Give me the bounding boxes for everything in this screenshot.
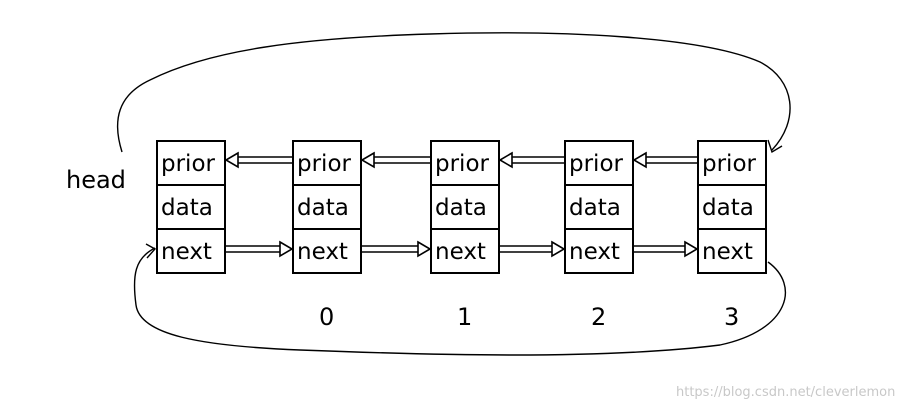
top-loop-arrowhead bbox=[767, 139, 783, 154]
list-node: prior data next bbox=[697, 140, 767, 274]
prior-arrow bbox=[224, 151, 292, 169]
node-field-prior: prior bbox=[297, 151, 352, 177]
node-index-label: 3 bbox=[724, 303, 739, 331]
node-index-label: 1 bbox=[457, 303, 472, 331]
node-box bbox=[564, 140, 634, 274]
node-field-prior: prior bbox=[161, 151, 216, 177]
next-arrow bbox=[362, 240, 432, 258]
list-node: prior data next bbox=[564, 140, 634, 274]
node-box bbox=[697, 140, 767, 274]
node-field-data: data bbox=[297, 195, 349, 221]
node-box bbox=[292, 140, 362, 274]
node-field-next: next bbox=[297, 239, 348, 265]
node-field-prior: prior bbox=[435, 151, 490, 177]
node-field-data: data bbox=[702, 195, 754, 221]
next-arrow bbox=[634, 240, 699, 258]
node-field-prior: prior bbox=[702, 151, 757, 177]
node-field-prior: prior bbox=[569, 151, 624, 177]
node-field-next: next bbox=[161, 239, 212, 265]
node-field-data: data bbox=[569, 195, 621, 221]
bottom-loop-arrowhead bbox=[145, 243, 157, 259]
head-label: head bbox=[66, 166, 126, 194]
node-field-next: next bbox=[702, 239, 753, 265]
list-node: prior data next bbox=[292, 140, 362, 274]
node-box bbox=[430, 140, 500, 274]
node-index-label: 2 bbox=[591, 303, 606, 331]
prior-arrow bbox=[498, 151, 564, 169]
arrows-layer bbox=[224, 151, 699, 258]
index-layer: 0 1 2 3 bbox=[319, 303, 739, 331]
list-node: prior data next bbox=[430, 140, 500, 274]
next-arrow bbox=[226, 240, 294, 258]
node-field-next: next bbox=[569, 239, 620, 265]
node-index-label: 0 bbox=[319, 303, 334, 331]
node-box bbox=[156, 140, 226, 274]
prior-arrow bbox=[360, 151, 430, 169]
top-loop-curve bbox=[116, 32, 791, 153]
bottom-loop-curve bbox=[133, 247, 786, 356]
node-field-data: data bbox=[161, 195, 213, 221]
watermark-text: https://blog.csdn.net/cleverlemon bbox=[676, 385, 895, 400]
list-node: prior data next bbox=[156, 140, 226, 274]
next-arrow bbox=[500, 240, 566, 258]
node-field-next: next bbox=[435, 239, 486, 265]
node-field-data: data bbox=[435, 195, 487, 221]
prior-arrow bbox=[632, 151, 697, 169]
nodes-layer: priordatanextpriordatanextpriordatanextp… bbox=[156, 140, 767, 274]
